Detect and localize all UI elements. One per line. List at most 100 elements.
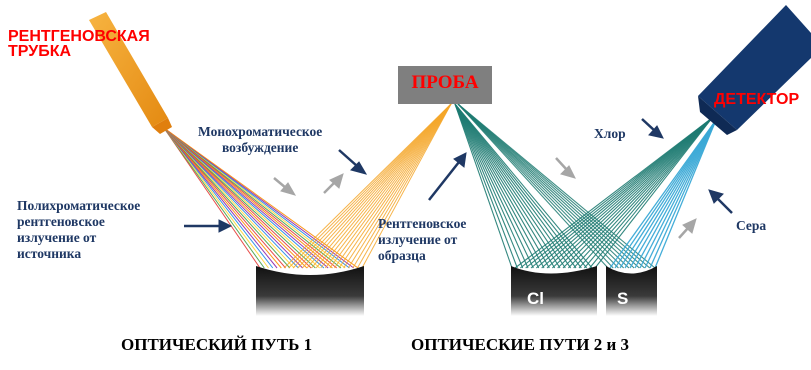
crystal-cl <box>511 266 597 316</box>
sulfur-beam-ray <box>649 119 717 269</box>
sulfur-beam-ray <box>624 119 717 269</box>
chlorine-beam-ray <box>557 117 713 269</box>
chlorine-beam-ray <box>594 117 713 269</box>
sample-label: ПРОБА <box>411 72 479 93</box>
chlorine-beam-ray <box>589 117 713 269</box>
sample-to-s-beam-ray <box>457 103 635 269</box>
xray-tube-label-line2: ТРУБКА <box>8 43 72 60</box>
xray-tube-label-line1: РЕНТГЕНОВСКАЯ <box>8 28 150 45</box>
monochromatic-beam-ray <box>343 103 452 269</box>
monochromatic-beam-ray <box>347 103 452 269</box>
chlorine-beam-ray <box>519 117 713 269</box>
polychromatic-beam-ray <box>163 127 359 269</box>
chlorine-beam-ray <box>530 117 713 269</box>
sample-xray-label: Рентгеновское излучение от образца <box>378 216 466 264</box>
sample-to-cl-beam <box>454 103 593 269</box>
optical-paths-2-3-caption: ОПТИЧЕСКИЕ ПУТИ 2 и 3 <box>411 335 630 354</box>
monochromatic-beam-ray <box>356 103 452 269</box>
sample-to-cl-beam-ray <box>454 103 524 269</box>
sulfur-beam-ray <box>654 119 717 269</box>
polychromatic-beam-ray <box>163 127 261 269</box>
sulfur-beam-ray <box>619 119 717 269</box>
monochromatic-beam-ray <box>283 103 452 269</box>
sample-to-s-beam-ray <box>457 103 609 269</box>
crystal-s <box>606 266 657 316</box>
sulfur-beam-ray <box>639 119 717 269</box>
polychromatic-beam-ray <box>163 127 274 269</box>
detector-body <box>698 5 811 130</box>
sample-to-cl-beam-ray <box>454 103 545 269</box>
chlorine-beam-ray <box>551 117 713 269</box>
polychromatic-label-line3: излучение от <box>17 230 97 245</box>
chlorine-beam-ray <box>583 117 713 269</box>
polychromatic-beam-ray <box>163 127 278 269</box>
arrow-mono <box>338 149 368 175</box>
sulfur-beam-ray <box>629 119 717 269</box>
chlorine-beam-ray <box>535 117 713 269</box>
sample-to-cl-beam-ray <box>454 103 513 269</box>
detector-label: ДЕТЕКТОР <box>714 91 800 108</box>
polychromatic-beam-ray <box>163 127 269 269</box>
chlorine-beam-ray <box>525 117 713 269</box>
sample-to-cl-beam-ray <box>454 103 534 269</box>
polychromatic-label-line2: рентгеновское <box>17 214 105 229</box>
sulfur-beam <box>609 119 717 269</box>
polychromatic-label-line1: Полихроматическое <box>17 198 141 213</box>
sample-xray-label-line2: излучение от <box>378 232 458 247</box>
polychromatic-label-line4: источника <box>17 246 82 261</box>
monochromatic-beam-ray <box>301 103 452 269</box>
monochromatic-beam <box>283 103 452 269</box>
chlorine-beam-ray <box>578 117 713 269</box>
flow-arrows <box>273 157 697 239</box>
polychromatic-beam <box>163 127 359 269</box>
sample-to-cl-beam-ray <box>454 103 577 269</box>
monochromatic-beam-ray <box>311 103 452 269</box>
sample-to-s-beam <box>457 103 656 269</box>
polychromatic-label: Полихроматическое рентгеновское излучени… <box>17 198 140 262</box>
mono-excitation-label: Монохроматическое возбуждение <box>198 124 322 156</box>
mono-excitation-label-line1: Монохроматическое <box>198 124 323 139</box>
sample-to-cl-beam-ray <box>454 103 593 269</box>
arrow-xray-sample <box>428 152 467 201</box>
sample-to-s-beam-ray <box>457 103 656 269</box>
crystal-cl-label: Cl <box>527 289 544 308</box>
chlorine-beam <box>514 117 713 269</box>
sample-to-cl-beam-ray <box>454 103 588 269</box>
sample-to-s-beam-ray <box>457 103 651 269</box>
monochromatic-beam-ray <box>329 103 452 269</box>
xray-tube-nozzle <box>152 118 172 134</box>
chlorine-beam-ray <box>567 117 713 269</box>
monochromatic-beam-ray <box>315 103 452 269</box>
arrow-chlorine <box>641 118 664 139</box>
monochromatic-beam-ray <box>334 103 452 269</box>
monochromatic-beam-ray <box>361 103 452 269</box>
sample-to-cl-beam-ray <box>454 103 582 269</box>
sulfur-label: Сера <box>736 218 767 233</box>
sample-to-cl-beam-ray <box>454 103 566 269</box>
sample-to-cl-beam-ray <box>454 103 529 269</box>
sample-box <box>398 66 492 104</box>
monochromatic-beam-ray <box>292 103 452 269</box>
polychromatic-beam-ray <box>163 127 282 269</box>
monochromatic-beam-ray <box>324 103 452 269</box>
arrow-poly <box>184 219 233 233</box>
sample-to-cl-beam-ray <box>454 103 556 269</box>
sample-to-s-beam-ray <box>457 103 630 269</box>
polychromatic-beam-ray <box>163 127 291 269</box>
sample-to-cl-beam-ray <box>454 103 550 269</box>
monochromatic-beam-ray <box>297 103 452 269</box>
sample-to-s-beam-ray <box>457 103 614 269</box>
sample-to-cl-beam-ray <box>454 103 518 269</box>
sulfur-beam-ray <box>634 119 717 269</box>
xray-tube <box>89 12 172 134</box>
chlorine-beam-ray <box>573 117 713 269</box>
sample-xray-label-line3: образца <box>378 248 426 263</box>
xray-tube-body <box>89 12 168 127</box>
sample-xray-label-line1: Рентгеновское <box>378 216 467 231</box>
chlorine-label: Хлор <box>594 126 626 141</box>
sample-to-s-beam-ray <box>457 103 625 269</box>
flow-arrow-tube-side <box>273 177 297 196</box>
detector-nozzle <box>698 96 737 135</box>
sample-to-s-beam-ray <box>457 103 645 269</box>
